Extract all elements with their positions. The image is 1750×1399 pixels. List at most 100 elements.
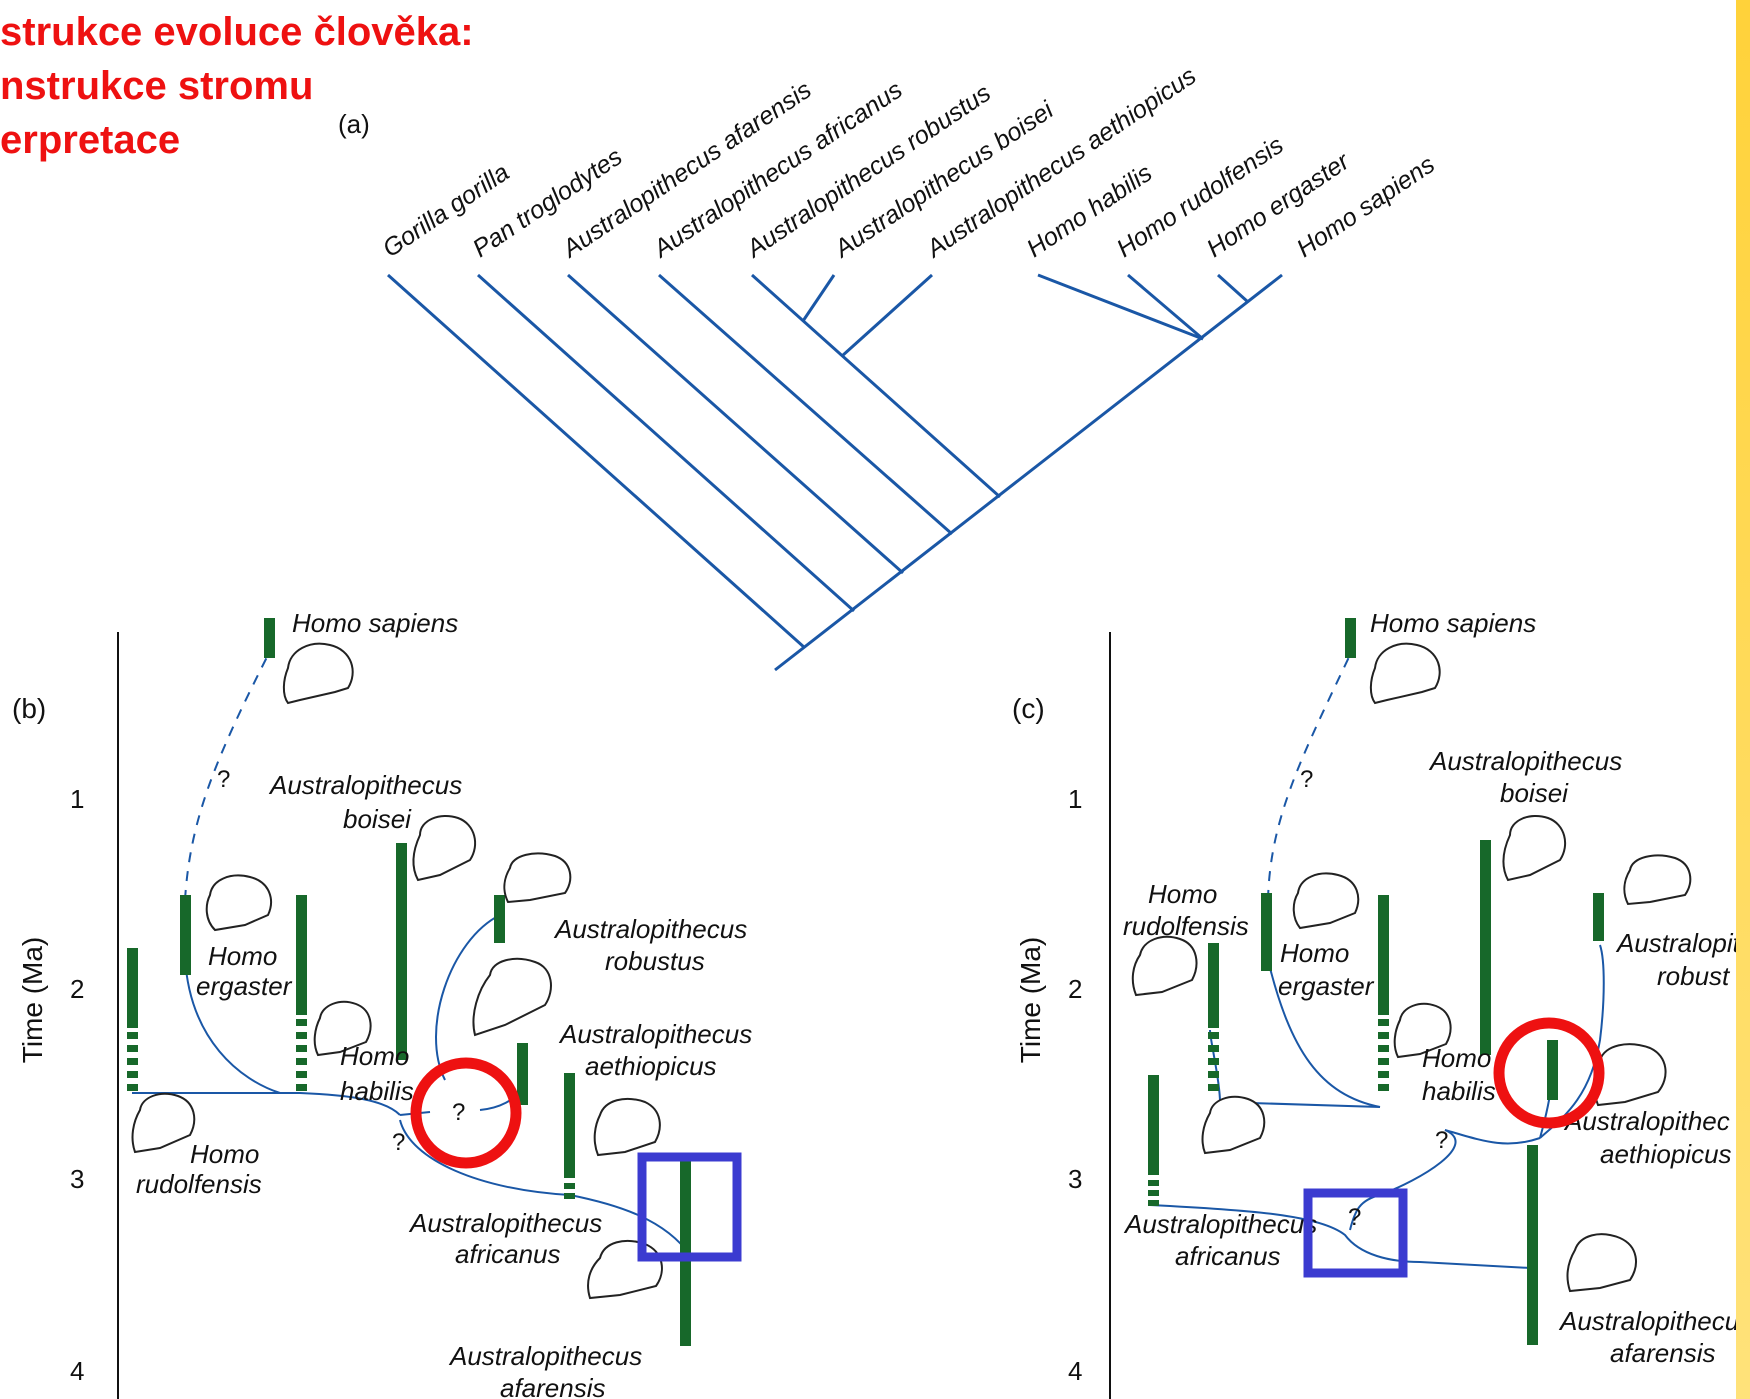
branch-homo-ergaster [1216,273,1250,304]
range-habilis-dash [296,1084,307,1091]
branch-robust-clade [750,273,1002,499]
time-axis-label: Time (Ma) [17,937,48,1064]
label-robustus-genus: Australopithecus [553,914,747,944]
range-habilis-dash [1378,1045,1389,1052]
range-habilis-dash [1378,1032,1389,1039]
slide-title-line-1: strukce evoluce člověka: [0,10,474,54]
range-aethiopicus [1547,1040,1558,1100]
tree-main-stem [774,273,1283,672]
range-habilis-dash [296,1045,307,1052]
range-africanus-dash [564,1193,575,1199]
branch-gorilla [386,273,807,650]
panel-b: (b) Time (Ma) 1 2 3 4 [12,608,752,1399]
panel-a-cladogram: (a) Gorilla gorilla Pan troglodytes Aust… [338,62,1440,672]
skull-icon [1593,1043,1667,1107]
slide-title-line-3: erpretace [0,118,181,162]
range-afarensis [1527,1145,1538,1345]
skull-icons [1131,642,1692,1293]
connector-africanus [1149,1204,1531,1269]
range-africanus [564,1073,575,1178]
label-afarensis-species: afarensis [1610,1338,1716,1368]
lineage-connectors [132,914,691,1256]
skull-icon [1292,872,1360,930]
time-tick: 1 [1068,784,1082,814]
label-homo-sapiens: Homo sapiens [1370,608,1536,638]
range-robustus [1593,893,1604,941]
label-aethiopicus-species: aethiopicus [585,1051,717,1081]
connector-rudolfensis [132,1092,401,1116]
panel-b-question-marks: ? ? ? [217,766,465,1156]
range-rudolfensis-dash [127,1045,138,1052]
range-habilis-dash [296,1032,307,1039]
range-homo-rudolfensis [127,948,138,1028]
question-mark: ? [452,1099,465,1126]
range-habilis-dash [1378,1071,1389,1078]
taxon-label: Pan troglodytes [468,143,628,263]
branch-aethiopicus [840,273,934,358]
skull-icon [205,874,272,932]
range-africanus-dash [1148,1180,1159,1186]
skull-icon [131,1092,196,1154]
range-habilis-dash [296,1019,307,1026]
range-habilis-dash [1378,1019,1389,1026]
label-boisei-genus: Australopithecus [1428,746,1622,776]
taxon-label: Homo rudolfensis [1112,131,1289,263]
connector-robust-clade [1444,1129,1541,1145]
range-homo-ergaster [180,895,191,975]
branch-homo-habilis [1037,273,1204,341]
panel-a-label: (a) [338,109,370,139]
panel-b-label: (b) [12,693,46,724]
range-homo-sapiens [1345,618,1356,658]
branch-boisei [801,274,836,322]
range-aethiopicus [517,1043,528,1105]
skull-icon [587,1239,663,1300]
label-habilis-genus: Homo [1422,1043,1491,1073]
label-aethiopicus-genus: Australopithecus [558,1019,752,1049]
range-rudolfensis-dash [1208,1084,1219,1091]
range-africanus-dash [1148,1190,1159,1196]
skull-icon [1131,935,1198,997]
skull-icon [1566,1233,1637,1293]
label-ergaster-species: ergaster [196,971,293,1001]
label-afarensis-genus: Australopithecus [448,1341,642,1371]
question-mark: ? [1300,766,1313,793]
question-mark: ? [1435,1127,1448,1154]
connector-robustus [435,914,501,1081]
panel-c-species-labels: Homo sapiens Australopithecus boisei Aus… [1123,608,1742,1368]
time-tick: 2 [1068,974,1082,1004]
skull-icons [131,642,663,1300]
label-ergaster-genus: Homo [208,941,277,971]
skull-icon [313,1000,372,1057]
label-ergaster-genus: Homo [1280,938,1349,968]
range-rudolfensis-dash [127,1032,138,1039]
label-habilis-species: habilis [340,1076,414,1106]
range-rudolfensis-dash [127,1058,138,1065]
label-robustus-species: robustus [605,946,705,976]
label-aethiopicus-genus: Australopithec [1563,1106,1730,1136]
range-rudolfensis-dash [1208,1032,1219,1039]
label-africanus-genus: Australopithecus [1123,1209,1317,1239]
label-rudolfensis-genus: Homo [1148,879,1217,909]
connector-ergaster [1267,959,1381,1108]
range-homo-sapiens [264,618,275,658]
label-habilis-genus: Homo [340,1041,409,1071]
range-boisei [396,843,407,1060]
range-africanus-dash [1148,1200,1159,1206]
panel-b-species-labels: Homo sapiens Australopithecus boisei Aus… [136,608,752,1399]
connector-ergaster [184,957,281,1094]
range-rudolfensis-dash [127,1071,138,1078]
connector-africanus-join [399,1119,571,1196]
range-boisei [1480,840,1491,1055]
panel-c: (c) Time (Ma) 1 2 3 4 [1012,608,1742,1399]
range-homo-rudolfensis [1208,943,1219,1028]
range-rudolfensis-dash [1208,1045,1219,1052]
panel-c-label: (c) [1012,693,1045,724]
skull-icon [593,1097,661,1157]
branch-pan [477,273,855,613]
label-africanus-genus: Australopithecus [408,1208,602,1238]
label-rudolfensis-species: rudolfensis [1123,911,1249,941]
dashed-link-sapiens [1267,654,1351,901]
range-habilis-dash [296,1071,307,1078]
slide-title-line-2: nstrukce stromu [0,64,314,108]
